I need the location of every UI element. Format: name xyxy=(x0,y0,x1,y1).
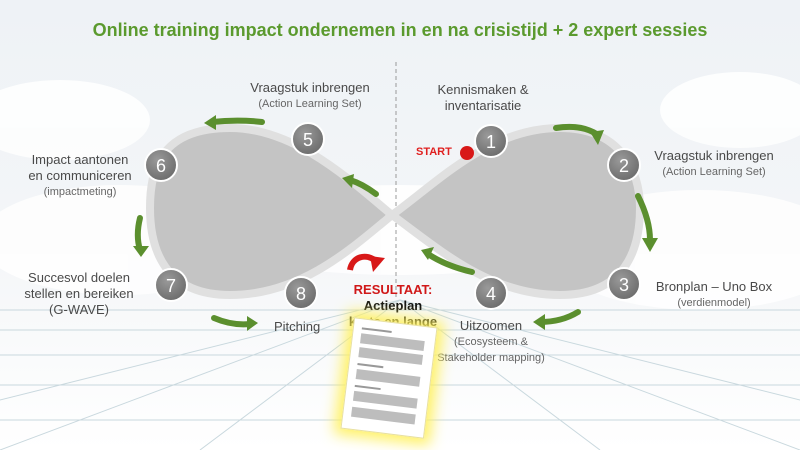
step-3-subtitle: (verdienmodel) xyxy=(677,297,751,309)
arrow-heads xyxy=(133,115,658,331)
step-number-7: 7 xyxy=(166,276,176,296)
step-node-2: 2 xyxy=(607,148,641,182)
step-label-8: Pitching xyxy=(274,319,334,335)
step-number-4: 4 xyxy=(486,284,496,304)
doc-block xyxy=(355,369,421,387)
doc-line xyxy=(357,363,384,369)
step-number-6: 6 xyxy=(156,156,166,176)
step-label-7: Succesvol doelen stellen en bereiken (G-… xyxy=(14,270,144,318)
step-8-title: Pitching xyxy=(274,319,321,334)
step-7-subtitle: (G-WAVE) xyxy=(49,302,109,317)
start-label: START xyxy=(416,146,452,158)
step-label-5: Vraagstuk inbrengen (Action Learning Set… xyxy=(230,80,390,112)
step-label-4: Uitzoomen (Ecosysteem & Stakeholder mapp… xyxy=(432,318,550,366)
step-2-title: Vraagstuk inbrengen xyxy=(654,148,774,163)
step-node-4: 4 xyxy=(474,276,508,310)
doc-block xyxy=(351,406,416,425)
step-node-1: 1 xyxy=(474,124,508,158)
step-4-title: Uitzoomen xyxy=(459,318,523,333)
step-1-line-1: Kennismaken & xyxy=(437,82,529,97)
doc-line xyxy=(354,384,381,391)
step-number-2: 2 xyxy=(619,156,629,176)
step-node-6: 6 xyxy=(144,148,178,182)
doc-block xyxy=(352,390,418,409)
result-label: RESULTAAT: xyxy=(353,282,433,297)
step-number-1: 1 xyxy=(486,132,496,152)
step-5-title: Vraagstuk inbrengen xyxy=(250,80,370,95)
step-6-subtitle: (impactmeting) xyxy=(43,186,117,198)
step-number-5: 5 xyxy=(303,130,313,150)
result-arrow-head xyxy=(370,256,385,272)
step-node-5: 5 xyxy=(291,122,325,156)
step-2-subtitle: (Action Learning Set) xyxy=(662,166,766,178)
step-number-8: 8 xyxy=(296,284,306,304)
action-plan-document xyxy=(340,317,438,439)
step-7-line-1: Succesvol doelen xyxy=(28,270,130,285)
step-node-8: 8 xyxy=(284,276,318,310)
start-dot xyxy=(460,146,474,160)
result-line-1: Actieplan xyxy=(363,298,423,313)
step-label-2: Vraagstuk inbrengen (Action Learning Set… xyxy=(644,148,784,180)
step-1-line-2: inventarisatie xyxy=(444,98,522,113)
step-node-7: 7 xyxy=(154,268,188,302)
step-5-subtitle: (Action Learning Set) xyxy=(258,98,362,110)
step-number-3: 3 xyxy=(619,275,629,295)
step-7-line-2: stellen en bereiken xyxy=(24,286,134,301)
step-node-3: 3 xyxy=(607,267,641,301)
step-3-title: Bronplan – Uno Box xyxy=(655,279,773,294)
doc-line xyxy=(361,327,392,333)
step-label-1: Kennismaken & inventarisatie xyxy=(428,82,538,114)
step-6-line-1: Impact aantonen xyxy=(31,152,129,167)
step-nodes: 1 2 3 4 5 6 7 8 xyxy=(144,122,641,310)
step-4-subtitle: (Ecosysteem & Stakeholder mapping) xyxy=(437,336,545,364)
step-label-3: Bronplan – Uno Box (verdienmodel) xyxy=(644,279,784,311)
step-6-line-2: en communiceren xyxy=(28,168,132,183)
step-label-6: Impact aantonen en communiceren (impactm… xyxy=(20,152,140,200)
page-title: Online training impact ondernemen in en … xyxy=(92,20,708,40)
